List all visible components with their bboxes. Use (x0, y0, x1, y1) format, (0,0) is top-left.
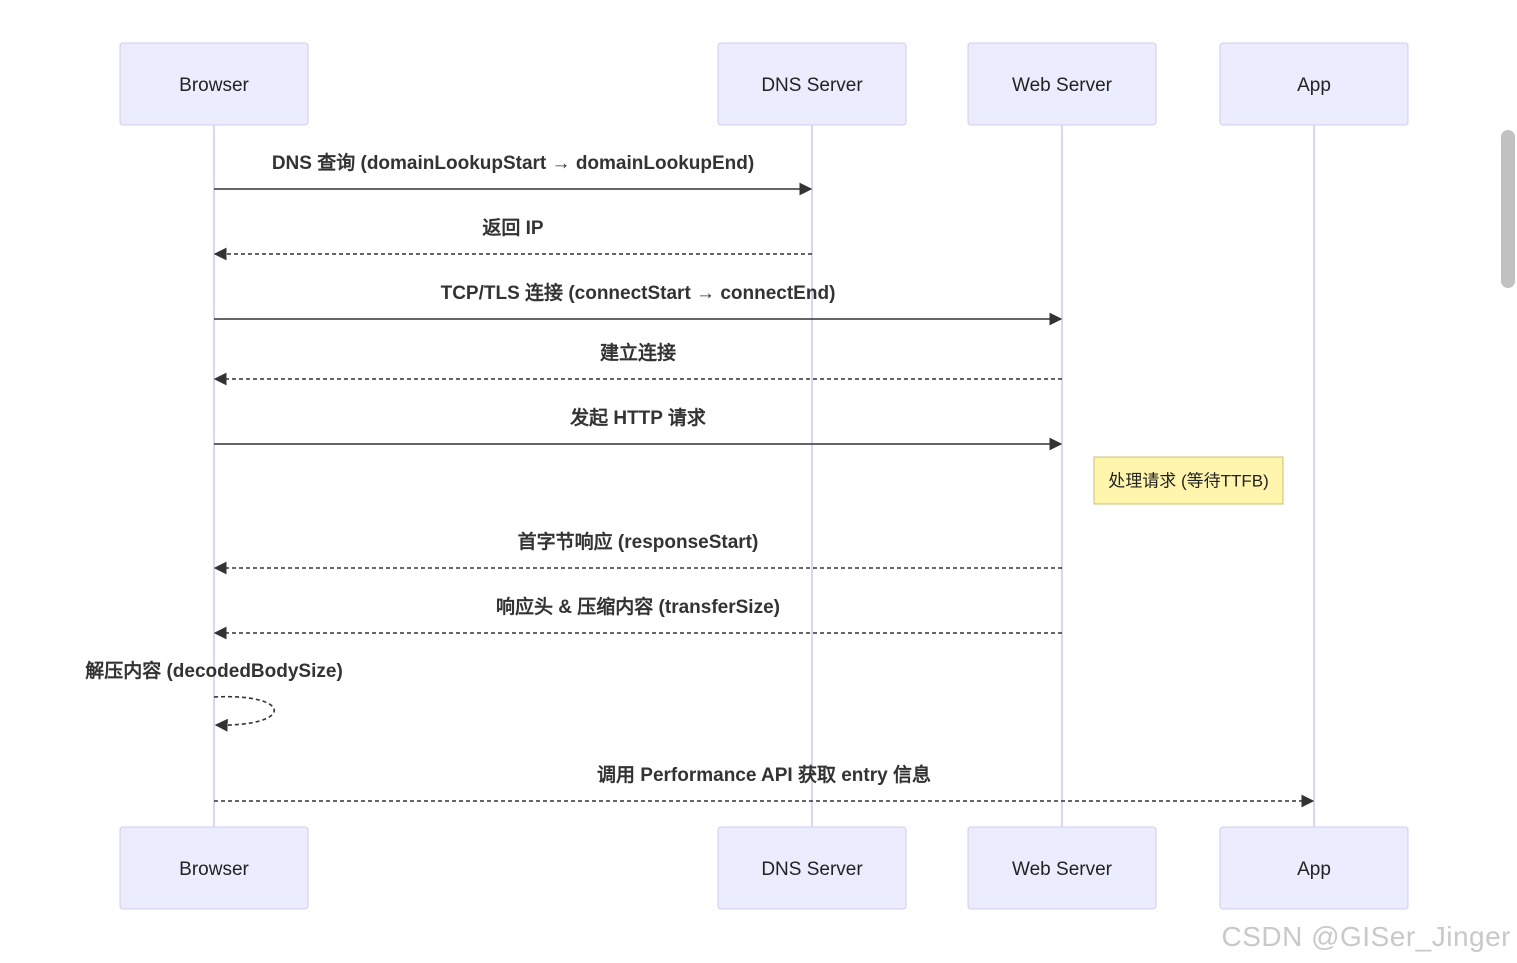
message-label: 解压内容 (decodedBodySize) (85, 659, 343, 682)
self-loop-arrow (213, 695, 276, 732)
message-5: 发起 HTTP 请求 (214, 406, 1063, 451)
message-10: 调用 Performance API 获取 entry 信息 (214, 763, 1315, 808)
message-1: DNS 查询 (domainLookupStart → domainLookup… (214, 151, 813, 196)
actor-web-top: Web Server (967, 42, 1157, 126)
actor-label: Browser (179, 75, 249, 96)
message-label: 建立连接 (600, 341, 676, 364)
actor-box (717, 826, 907, 910)
actor-box (1219, 826, 1409, 910)
actor-box (1219, 42, 1409, 126)
message-label: 响应头 & 压缩内容 (transferSize) (496, 595, 780, 618)
actor-label: Web Server (1012, 75, 1113, 96)
actor-label: App (1297, 859, 1331, 880)
actor-box (967, 42, 1157, 126)
actor-label: DNS Server (761, 859, 863, 880)
actor-dns-top: DNS Server (717, 42, 907, 126)
scrollbar-track[interactable] (1499, 0, 1517, 963)
note-box (1093, 456, 1284, 505)
actor-box (717, 42, 907, 126)
actor-app-bottom: App (1219, 826, 1409, 910)
actor-web-bottom: Web Server (967, 826, 1157, 910)
message-4: 建立连接 (213, 341, 1062, 386)
message-label: DNS 查询 (domainLookupStart → domainLookup… (272, 151, 754, 174)
watermark: CSDN @GISer_Jinger (1221, 921, 1511, 952)
note-label: 处理请求 (等待TTFB) (1108, 472, 1269, 491)
actor-browser-top: Browser (119, 42, 309, 126)
actor-label: Web Server (1012, 859, 1113, 880)
actor-box (967, 826, 1157, 910)
scrollbar-thumb[interactable] (1501, 130, 1515, 288)
message-8: 响应头 & 压缩内容 (transferSize) (213, 595, 1062, 640)
actor-dns-bottom: DNS Server (717, 826, 907, 910)
message-7: 首字节响应 (responseStart) (213, 530, 1062, 575)
message-label: 返回 IP (482, 217, 544, 239)
actor-app-top: App (1219, 42, 1409, 126)
actor-label: Browser (179, 859, 249, 880)
message-label: 发起 HTTP 请求 (569, 406, 707, 429)
message-2: 返回 IP (213, 217, 812, 261)
actor-box (119, 42, 309, 126)
actor-box (119, 826, 309, 910)
actor-browser-bottom: Browser (119, 826, 309, 910)
message-label: 调用 Performance API 获取 entry 信息 (597, 763, 931, 786)
message-3: TCP/TLS 连接 (connectStart → connectEnd) (214, 281, 1063, 326)
actor-label: DNS Server (761, 75, 863, 96)
message-9: 解压内容 (decodedBodySize) (85, 659, 343, 732)
actor-label: App (1297, 75, 1331, 96)
message-label: 首字节响应 (responseStart) (518, 530, 759, 553)
note: 处理请求 (等待TTFB) (1093, 456, 1284, 505)
message-label: TCP/TLS 连接 (connectStart → connectEnd) (441, 281, 836, 304)
